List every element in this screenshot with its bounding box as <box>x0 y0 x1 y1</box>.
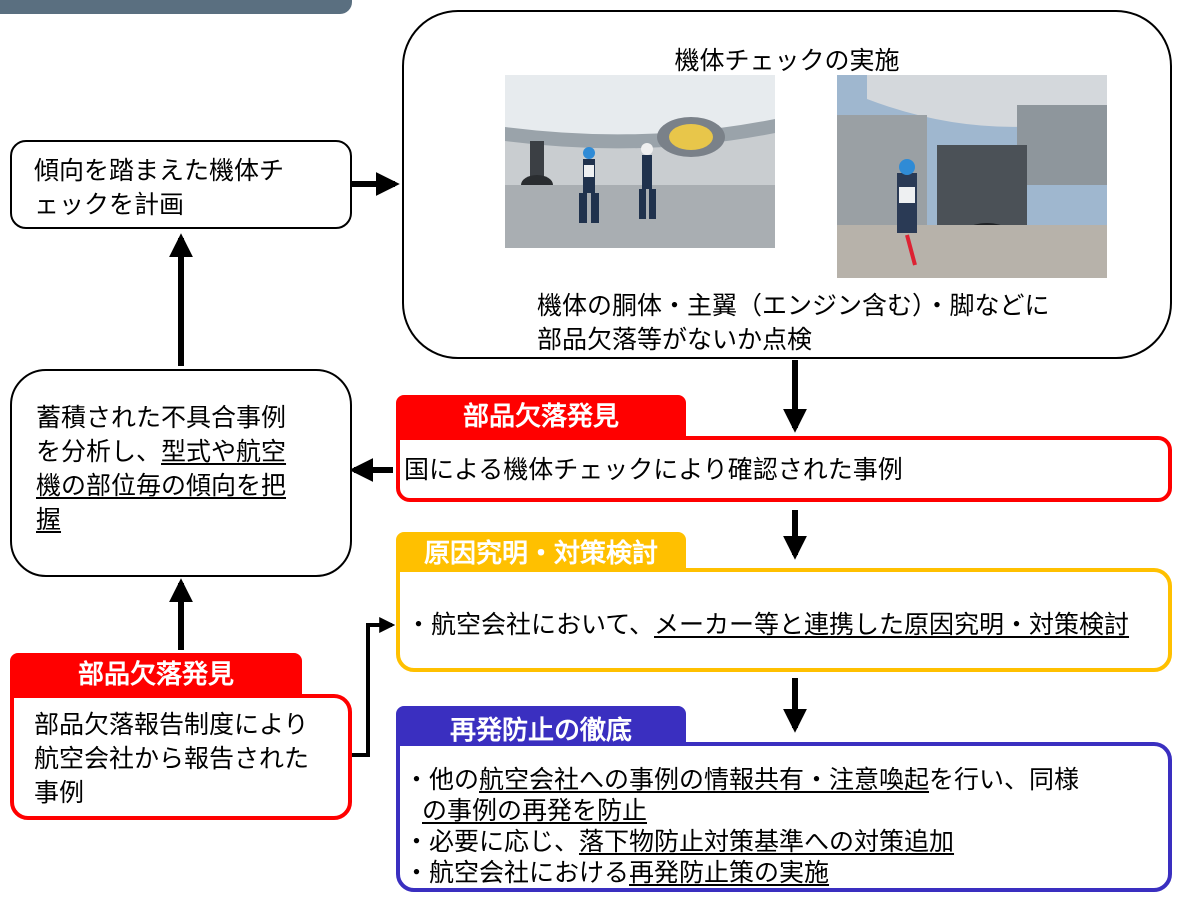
inspection-photo-2 <box>837 75 1107 278</box>
cause-text-plain: ・航空会社において、 <box>406 610 655 639</box>
prevention-item-1: ・他の航空会社への事例の情報共有・注意喚起を行い、同様 <box>404 764 1164 795</box>
cause-box: ・航空会社において、メーカー等と連携した原因究明・対策検討 <box>396 568 1172 672</box>
discovery-report-text: 部品欠落報告制度により航空会社から報告された事例 <box>34 710 310 807</box>
prevention-item-3: ・航空会社における再発防止策の実施 <box>404 857 1164 888</box>
analysis-text-underlined: 型式や航空機の部位毎の傾向を把握 <box>36 437 287 534</box>
inspection-photo-1-graphic <box>505 75 775 248</box>
check-caption: 機体の胴体・主翼（エンジン含む）・脚などに 部品欠落等がないか点検 <box>537 289 1137 357</box>
prevention-box: ・他の航空会社への事例の情報共有・注意喚起を行い、同様 の事例の再発を防止 ・必… <box>396 742 1172 892</box>
prevention-item-1-b: 航空会社への事例の情報共有・注意喚起 <box>479 765 930 794</box>
inspection-photo-1 <box>505 75 775 248</box>
prevention-item-2-b: 落下物防止対策基準への対策追加 <box>579 827 955 856</box>
discovery-inspection-box: 国による機体チェックにより確認された事例 <box>396 436 1172 502</box>
header-fragment <box>0 0 352 14</box>
discovery-inspection-tab: 部品欠落発見 <box>396 395 686 439</box>
prevention-item-1-c: を行い、同様 <box>929 765 1080 794</box>
prevention-item-3-a: ・航空会社における <box>404 858 630 887</box>
cause-text: ・航空会社において、メーカー等と連携した原因究明・対策検討 <box>406 608 1129 642</box>
plan-text: 傾向を踏まえた機体チェックを計画 <box>34 156 285 219</box>
arrow-report-to-cause <box>352 617 396 757</box>
prevention-item-1-a: ・他の <box>404 765 480 794</box>
cause-text-underlined: メーカー等と連携した原因究明・対策検討 <box>654 610 1130 639</box>
check-caption-line2: 部品欠落等がないか点検 <box>537 325 813 354</box>
discovery-report-tab: 部品欠落発見 <box>10 653 302 699</box>
discovery-report-box: 部品欠落報告制度により航空会社から報告された事例 <box>10 694 352 820</box>
analysis-text-plain: 蓄積された不具合事例を分析し、 <box>36 403 287 466</box>
prevention-list: ・他の航空会社への事例の情報共有・注意喚起を行い、同様 の事例の再発を防止 ・必… <box>404 764 1164 888</box>
plan-box: 傾向を踏まえた機体チェックを計画 <box>10 140 352 229</box>
check-caption-line1: 機体の胴体・主翼（エンジン含む）・脚などに <box>537 291 1050 320</box>
prevention-item-1-d: の事例の再発を防止 <box>422 796 648 825</box>
analysis-box: 蓄積された不具合事例を分析し、型式や航空機の部位毎の傾向を把握 <box>10 369 352 577</box>
check-title: 機体チェックの実施 <box>674 46 900 75</box>
prevention-item-1-cont: の事例の再発を防止 <box>404 795 1164 826</box>
inspection-photo-2-graphic <box>837 75 1107 278</box>
analysis-text: 蓄積された不具合事例を分析し、型式や航空機の部位毎の傾向を把握 <box>36 401 306 537</box>
prevention-item-2-a: ・必要に応じ、 <box>404 827 580 856</box>
check-box: 機体チェックの実施 <box>402 10 1172 359</box>
discovery-inspection-text: 国による機体チェックにより確認された事例 <box>404 455 903 484</box>
prevention-item-3-b: 再発防止策の実施 <box>629 858 830 887</box>
prevention-item-2: ・必要に応じ、落下物防止対策基準への対策追加 <box>404 826 1164 857</box>
